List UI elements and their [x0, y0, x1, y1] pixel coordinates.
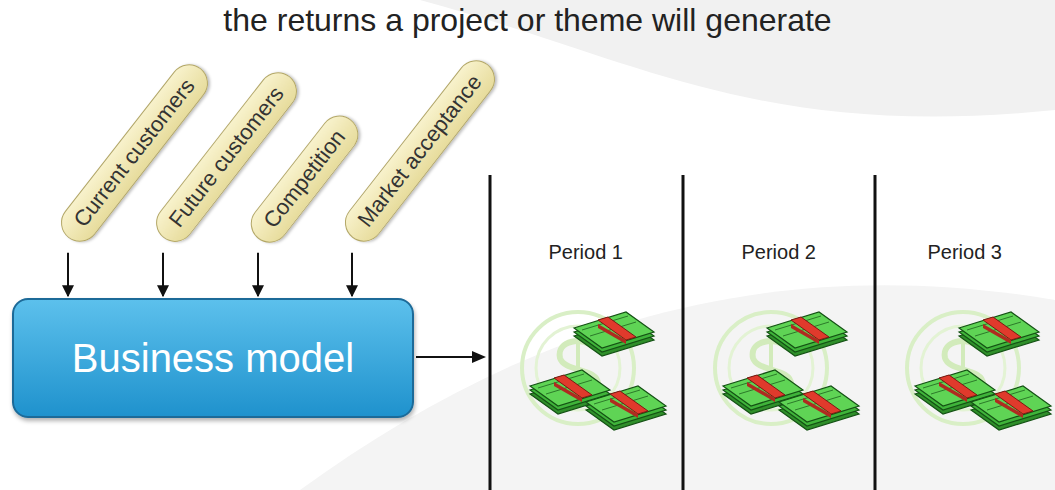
- input-arrow: [351, 253, 353, 296]
- factor-pill: Market acceptance: [337, 53, 502, 250]
- arrowhead: [472, 351, 486, 363]
- input-arrow: [257, 253, 259, 296]
- period-divider: [682, 175, 685, 490]
- node-text: Business model: [72, 335, 354, 381]
- node-text: Competition: [258, 124, 350, 232]
- period-label: Period 1: [549, 240, 624, 264]
- process-box: Business model: [12, 298, 414, 418]
- slide-title: the returns a project or theme will gene…: [0, 0, 1055, 40]
- period-divider: [489, 175, 492, 490]
- input-arrow: [67, 253, 69, 296]
- period-label: Period 3: [928, 240, 1003, 264]
- period-divider: [874, 175, 877, 490]
- period-label: Period 2: [742, 240, 817, 264]
- money-illustration: [907, 312, 1051, 430]
- node-text: Market acceptance: [352, 70, 486, 232]
- input-arrow: [162, 253, 164, 296]
- money-illustration: [715, 312, 859, 430]
- output-arrow: [416, 356, 474, 358]
- money-illustration: [522, 312, 666, 430]
